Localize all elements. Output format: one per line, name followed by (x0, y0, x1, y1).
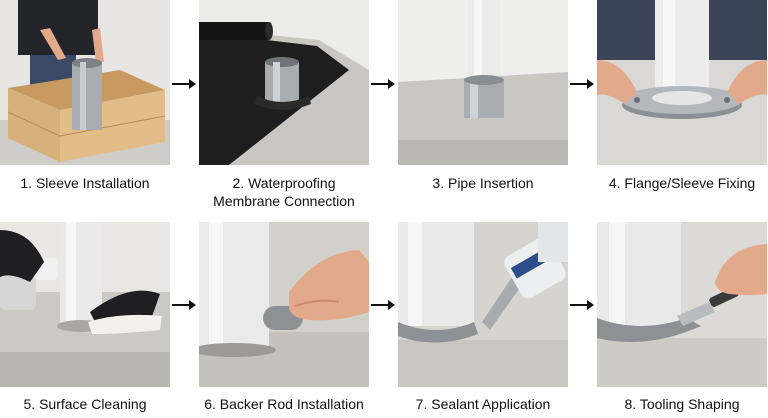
step-3-caption: 3. Pipe Insertion (383, 174, 583, 192)
step-5-photo (0, 222, 170, 387)
step-8-photo (597, 222, 767, 387)
step-6-photo (199, 222, 369, 387)
step-2-caption: 2. Waterproofing Membrane Connection (184, 174, 384, 210)
step-4-photo (597, 0, 767, 165)
step-8-caption: 8. Tooling Shaping (582, 395, 768, 413)
right-arrow-icon (370, 298, 396, 312)
step-3-photo (398, 0, 568, 165)
step-6-caption: 6. Backer Rod Installation (184, 395, 384, 413)
step-4-caption: 4. Flange/Sleeve Fixing (582, 174, 768, 192)
step-1-caption: 1. Sleeve Installation (0, 174, 185, 192)
step-7-photo (398, 222, 568, 387)
right-arrow-icon (171, 298, 197, 312)
step-2-photo (199, 0, 369, 165)
step-1-photo (0, 0, 170, 165)
right-arrow-icon (370, 77, 396, 91)
right-arrow-icon (569, 298, 595, 312)
step-5-caption: 5. Surface Cleaning (0, 395, 185, 413)
right-arrow-icon (171, 77, 197, 91)
right-arrow-icon (569, 77, 595, 91)
step-7-caption: 7. Sealant Application (383, 395, 583, 413)
